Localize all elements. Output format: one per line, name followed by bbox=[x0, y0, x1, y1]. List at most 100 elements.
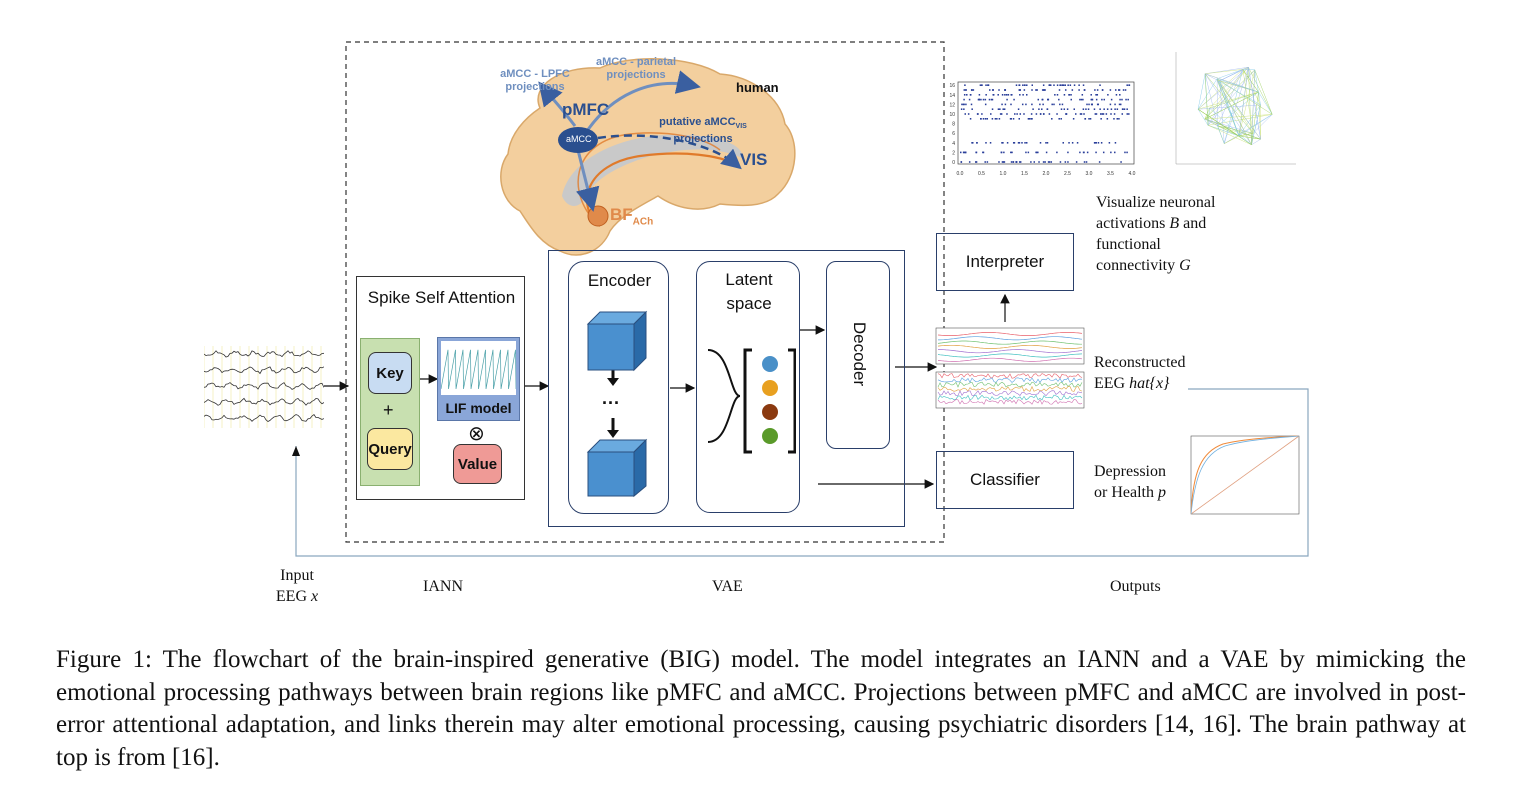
raster-ytick: 8 bbox=[952, 122, 955, 128]
decoder-box: Decoder bbox=[826, 261, 890, 449]
recon-trace bbox=[937, 344, 1083, 349]
iann-label: IANN bbox=[423, 578, 463, 595]
raster-ytick: 16 bbox=[949, 83, 955, 89]
roc-curve bbox=[1190, 435, 1300, 515]
roc-diagonal bbox=[1190, 435, 1300, 515]
latent-dot bbox=[762, 380, 778, 396]
connector-layer bbox=[292, 41, 1309, 557]
key-chip: Key bbox=[368, 352, 412, 394]
label-amcc: aMCC bbox=[566, 134, 592, 144]
decoder-label: Decoder bbox=[850, 321, 869, 387]
raster-xtick: 1.0 bbox=[1000, 171, 1007, 177]
raster-ytick: 0 bbox=[952, 160, 955, 166]
label-bf: BFACh bbox=[610, 205, 654, 228]
recon-trace bbox=[937, 340, 1082, 345]
raster-ytick: 12 bbox=[949, 102, 955, 108]
raster-ytick: 2 bbox=[952, 150, 955, 156]
parietal-projection bbox=[583, 70, 701, 135]
latent-dot bbox=[762, 356, 778, 372]
recon-trace bbox=[937, 381, 1083, 388]
encoder-box: Encoder bbox=[568, 261, 669, 514]
raster-xtick: 2.0 bbox=[1043, 171, 1050, 177]
visualize-text: Visualize neuronal activations B and fun… bbox=[1096, 194, 1216, 274]
roc-curve bbox=[1190, 435, 1300, 515]
recon-trace bbox=[938, 349, 1083, 354]
encoder-ellipsis: ... bbox=[602, 388, 621, 408]
encoder-cube-2 bbox=[586, 438, 648, 498]
encoder-label: Encoder bbox=[587, 271, 652, 290]
lif-plot bbox=[441, 341, 516, 395]
label-pmfc: pMFC bbox=[562, 100, 610, 119]
classifier-box: Classifier bbox=[936, 451, 1074, 509]
latent-box: Latent space bbox=[696, 261, 800, 513]
label-parietal-projection: aMCC - parietal projections bbox=[595, 56, 677, 81]
raster-ytick: 14 bbox=[949, 93, 955, 99]
plus-symbol: + bbox=[383, 400, 394, 420]
eeg-trace bbox=[204, 397, 324, 406]
raster-xtick: 2.5 bbox=[1064, 171, 1071, 177]
feedback-line bbox=[295, 388, 1309, 557]
recon-trace bbox=[937, 390, 1083, 397]
outputs-label: Outputs bbox=[1110, 578, 1161, 595]
raster-xtick: 0.5 bbox=[978, 171, 985, 177]
corpus-callosum bbox=[562, 134, 743, 206]
query-chip: Query bbox=[367, 428, 413, 470]
recon-trace bbox=[937, 373, 1083, 379]
amcc-node bbox=[558, 127, 598, 153]
raster-ytick: 6 bbox=[952, 131, 955, 137]
recon-trace bbox=[937, 394, 1083, 401]
brain-illustration bbox=[500, 58, 796, 256]
roc-curve-plot bbox=[1190, 435, 1300, 515]
label-lpfc-projection: aMCC - LPFC projections bbox=[500, 68, 570, 93]
value-chip: Value bbox=[453, 444, 502, 484]
reconstructed-text: Reconstructed EEG hat{x} bbox=[1094, 354, 1186, 392]
raster-xtick: 3.0 bbox=[1086, 171, 1093, 177]
amcc-bf-projection bbox=[575, 149, 600, 212]
figure-caption: Figure 1: The flowchart of the brain-ins… bbox=[56, 646, 1466, 771]
recon-trace bbox=[937, 385, 1083, 392]
reconstructed-eeg-plot bbox=[935, 327, 1085, 409]
lif-label: LIF model bbox=[445, 400, 512, 416]
recon-trace bbox=[937, 357, 1083, 362]
eeg-trace bbox=[204, 350, 324, 358]
flowchart-figure: aMCC - LPFC projections aMCC - parietal … bbox=[204, 41, 1309, 605]
raster-xtick: 1.5 bbox=[1021, 171, 1028, 177]
recon-trace bbox=[937, 332, 1083, 336]
input-eeg-signal bbox=[204, 346, 324, 428]
latent-distribution bbox=[707, 348, 796, 454]
eeg-trace bbox=[204, 382, 324, 390]
label-human: human bbox=[736, 80, 779, 95]
encoder-cube-1 bbox=[586, 310, 648, 372]
raster-plot: 0.0 0.5 1.0 1.5 2.0 2.5 3.0 3.5 4.0 0 2 4 6 8 10 12 14 16 bbox=[949, 81, 1136, 177]
recon-trace bbox=[937, 353, 1083, 358]
recon-trace bbox=[937, 377, 1083, 384]
otimes-symbol: ⊗ bbox=[468, 423, 485, 445]
feedback-arrowhead bbox=[292, 446, 300, 456]
latent-dot bbox=[762, 404, 778, 420]
latent-label: Latent space bbox=[725, 270, 773, 313]
raster-xtick: 0.0 bbox=[957, 171, 964, 177]
lif-trace bbox=[441, 349, 516, 390]
raster-ytick: 4 bbox=[952, 141, 955, 147]
vae-box bbox=[548, 250, 905, 527]
label-vis: VIS bbox=[740, 150, 768, 169]
recon-trace bbox=[938, 336, 1083, 341]
spike-self-attention-box: Spike Self Attention bbox=[356, 276, 525, 500]
vae-label: VAE bbox=[712, 578, 743, 595]
bf-node bbox=[587, 205, 609, 227]
connectivity-plot bbox=[1175, 52, 1296, 165]
eeg-trace bbox=[204, 366, 324, 375]
raster-ytick: 10 bbox=[949, 112, 955, 118]
attention-title: Spike Self Attention bbox=[367, 288, 516, 307]
latent-dot bbox=[762, 428, 778, 444]
vis-projection bbox=[597, 134, 742, 170]
interpreter-box: Interpreter bbox=[936, 233, 1074, 291]
raster-xtick: 3.5 bbox=[1107, 171, 1114, 177]
classification-text: Depression or Health p bbox=[1094, 463, 1166, 501]
lpfc-projection bbox=[538, 81, 577, 127]
eeg-trace bbox=[204, 414, 324, 422]
recon-trace bbox=[937, 398, 1083, 405]
raster-xtick: 4.0 bbox=[1129, 171, 1136, 177]
